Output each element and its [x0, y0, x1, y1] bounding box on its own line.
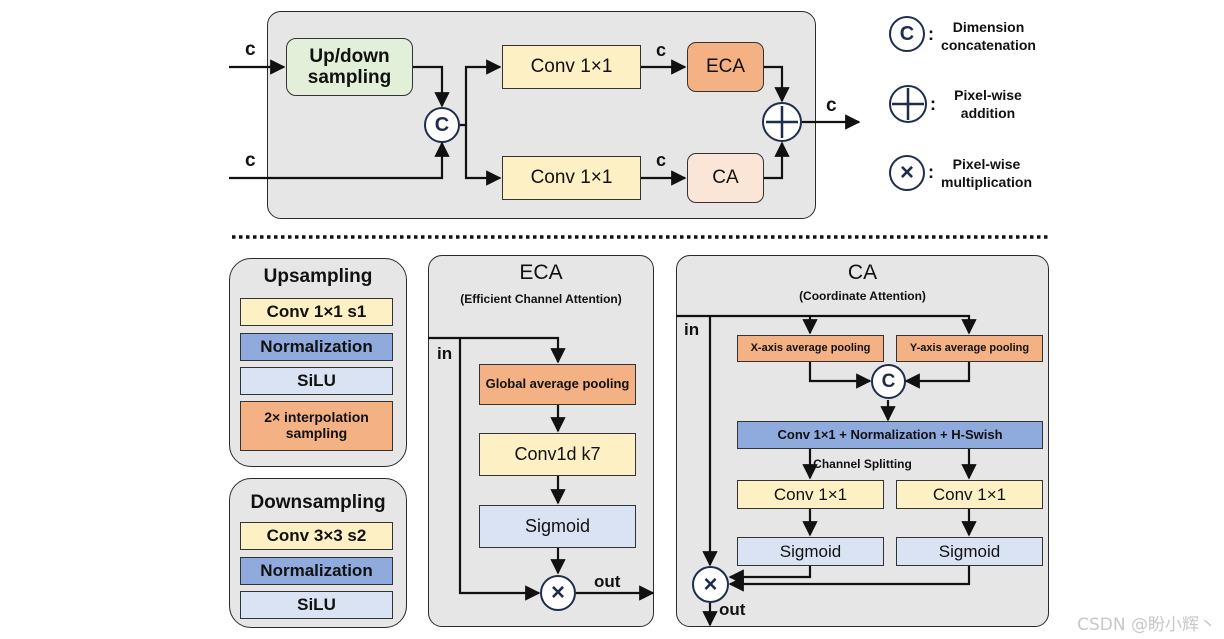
concat-circle-top: C [424, 107, 460, 143]
ca-box: CA [687, 153, 764, 203]
downsampling-item-3: SiLU [240, 591, 393, 619]
downsampling-item-1: Conv 3×3 s2 [240, 522, 393, 550]
upsampling-item-2: Normalization [240, 333, 393, 361]
input-label-2: c [245, 150, 256, 171]
eca-conv1d-box: Conv1d k7 [479, 433, 636, 476]
eca-out-label: out [594, 572, 621, 591]
eca-in-label: in [437, 344, 453, 363]
ca-sigmoid-right-box: Sigmoid [896, 537, 1043, 566]
ca-sigmoid-left-box: Sigmoid [737, 537, 884, 566]
legend-add-text: Pixel-wise addition [954, 87, 1022, 122]
ca-conv-left-box: Conv 1×1 [737, 480, 884, 509]
ca-out-label: out [719, 600, 746, 619]
ca-conv-norm-box: Conv 1×1 + Normalization + H-Swish [737, 421, 1043, 449]
upsampling-item-1: Conv 1×1 s1 [240, 298, 393, 326]
conv-top-box: Conv 1×1 [502, 45, 641, 89]
add-circle-top [762, 102, 802, 142]
ca-conv-right-box: Conv 1×1 [896, 480, 1043, 509]
eca-subtitle: (Efficient Channel Attention) [460, 292, 622, 306]
upsampling-item-3: SiLU [240, 367, 393, 395]
plus-icon [892, 88, 924, 120]
output-label: c [826, 95, 837, 116]
ca-subtitle: (Coordinate Attention) [799, 289, 926, 303]
legend-add-icon [889, 85, 927, 123]
eca-sigmoid-box: Sigmoid [479, 505, 636, 548]
c-label-top: c [656, 40, 667, 60]
legend-colon-1: : [928, 24, 934, 44]
legend-concat-text: Dimension concatenation [941, 19, 1036, 54]
ca-split-label: Channel Splitting [813, 457, 912, 471]
c-label-bottom: c [656, 150, 667, 170]
eca-box: ECA [687, 42, 764, 92]
eca-mult-circle: × [540, 575, 576, 611]
ca-title: CA [847, 261, 878, 284]
updown-sampling-box: Up/down sampling [286, 38, 413, 96]
ca-y-pool-box: Y-axis average pooling [896, 335, 1043, 362]
downsampling-title: Downsampling [250, 492, 386, 513]
upsampling-item-4: 2× interpolation sampling [240, 401, 393, 451]
downsampling-item-2: Normalization [240, 557, 393, 585]
legend-colon-3: : [928, 162, 934, 182]
ca-concat-circle: C [871, 364, 906, 399]
input-label-1: c [245, 39, 256, 60]
watermark: CSDN @盼小辉丶 [1077, 615, 1216, 635]
legend-concat-icon: C [889, 16, 925, 52]
legend-colon-2: : [930, 94, 936, 114]
legend-mult-icon: × [889, 155, 925, 191]
eca-title: ECA [519, 261, 563, 284]
legend-mult-text: Pixel-wise multiplication [941, 156, 1032, 191]
ca-x-pool-box: X-axis average pooling [737, 335, 884, 362]
conv-bottom-box: Conv 1×1 [502, 156, 641, 200]
ca-mult-circle: × [692, 566, 729, 603]
plus-icon [766, 106, 798, 138]
ca-in-label: in [684, 320, 700, 339]
upsampling-title: Upsampling [263, 266, 373, 287]
eca-global-pooling-box: Global average pooling [479, 364, 636, 405]
